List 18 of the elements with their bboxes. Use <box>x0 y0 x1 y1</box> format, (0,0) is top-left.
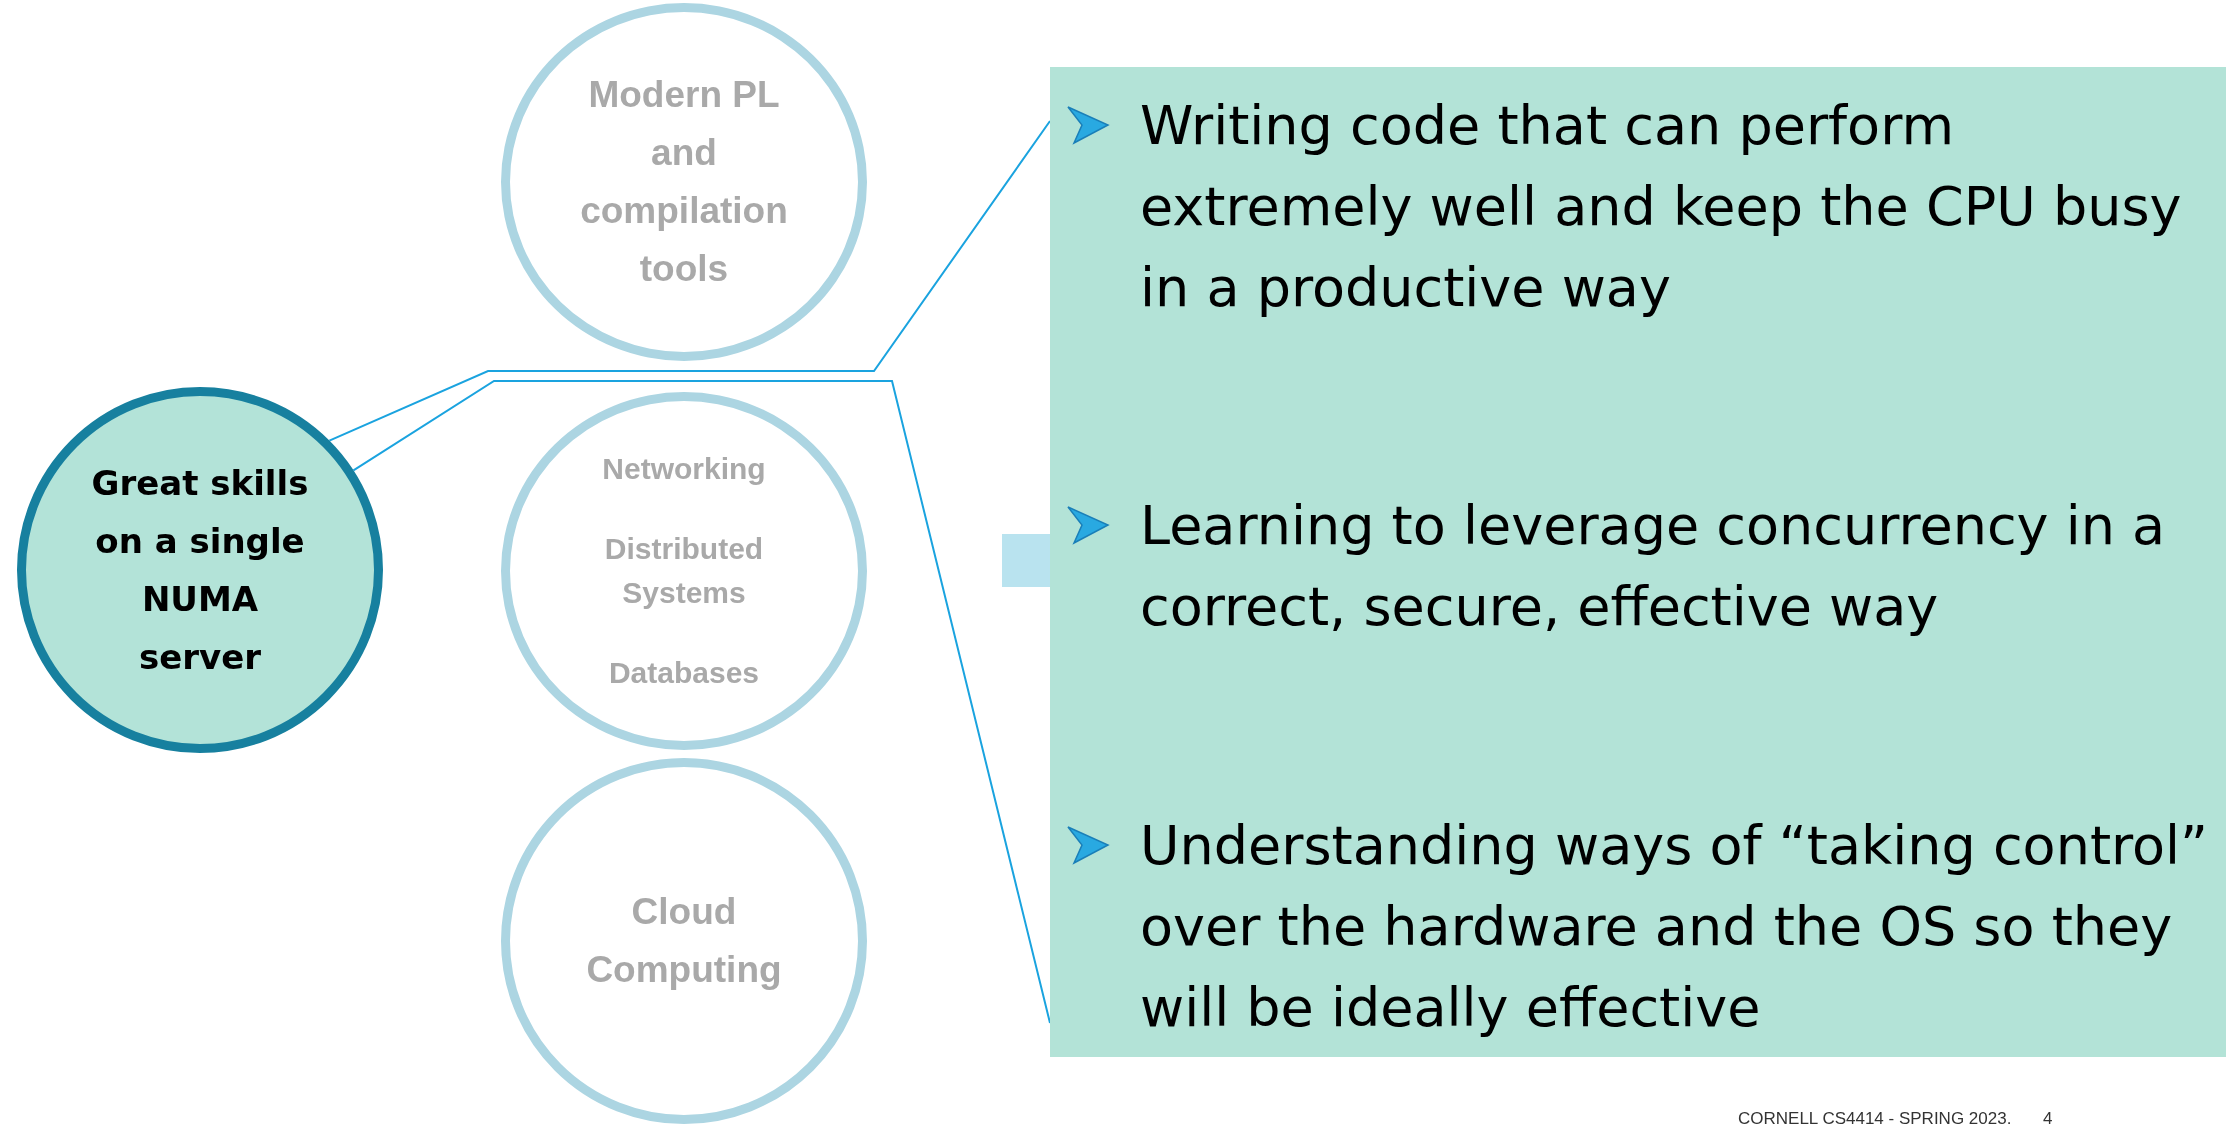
footer-text: CORNELL CS4414 - SPRING 2023. <box>1738 1109 2012 1129</box>
connector-line <box>328 120 1051 442</box>
topic-circle <box>501 758 867 1124</box>
topic-label: Networking <box>601 451 767 487</box>
tab-marker <box>1002 534 1050 587</box>
topic-label: Distributed Systems <box>603 531 765 611</box>
topic-label: Databases <box>607 655 761 691</box>
bullet-panel <box>1050 67 2226 1057</box>
bullet-text: Writing code that can perform extremely well and keep the CPU busy in a productive way <box>1140 93 2183 321</box>
page-number: 4 <box>2043 1109 2053 1129</box>
connector-line <box>352 380 1051 1024</box>
topic-label: Modern PL and compilation tools <box>579 73 789 291</box>
topic-circle <box>501 392 867 750</box>
topic-label: Cloud Computing <box>585 890 783 992</box>
bullet-text: Learning to leverage concurrency in a correct, secure, effective way <box>1140 493 2167 640</box>
bullet-text: Understanding ways of “taking control” over the hardware and the OS so they will be ideally effective <box>1140 813 2210 1041</box>
topic-circle <box>501 3 867 361</box>
skill-label: Great skills on a single NUMA server <box>90 462 310 679</box>
